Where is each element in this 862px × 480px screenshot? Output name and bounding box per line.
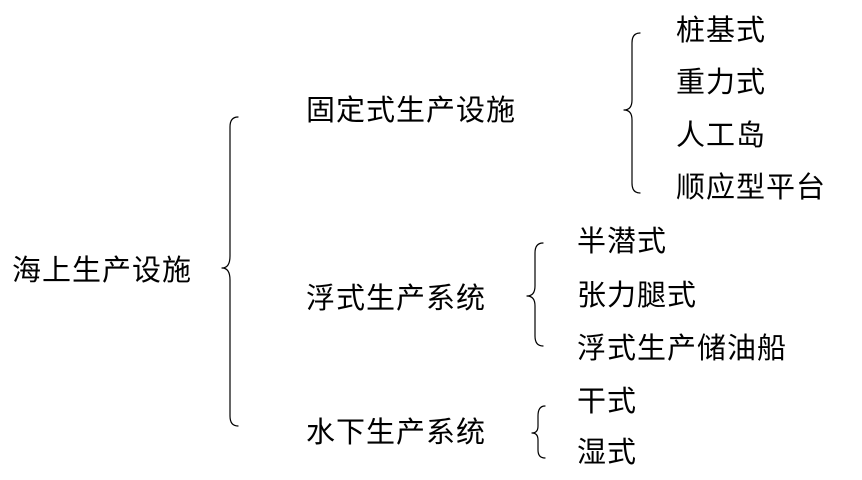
branch-label-floating: 浮式生产系统	[306, 281, 487, 315]
leaf-label: 桩基式	[676, 13, 767, 47]
fixed-facilities-brace	[623, 32, 641, 194]
leaf-label: 干式	[577, 384, 638, 418]
leaf-label: 重力式	[676, 65, 767, 99]
branch-label-subsea: 水下生产系统	[306, 415, 487, 449]
leaf-label: 湿式	[577, 435, 638, 469]
leaf-label: 顺应型平台	[676, 170, 827, 204]
leaf-label: 半潜式	[577, 224, 668, 258]
leaf-label: 人工岛	[676, 118, 767, 152]
subsea-systems-brace	[531, 405, 546, 459]
root-label: 海上生产设施	[12, 253, 193, 287]
branch-label-fixed: 固定式生产设施	[306, 93, 517, 127]
leaf-label: 张力腿式	[577, 278, 698, 312]
leaf-label: 浮式生产储油船	[577, 331, 788, 365]
root-brace	[221, 116, 239, 427]
floating-systems-brace	[526, 242, 544, 347]
